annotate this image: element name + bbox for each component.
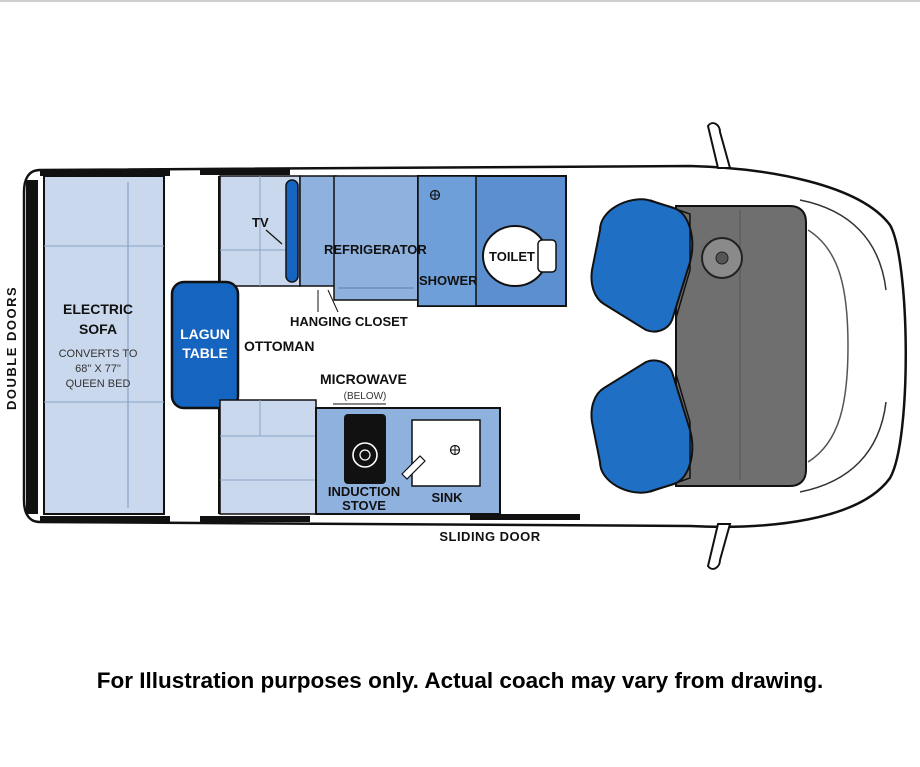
wall-bottom-right [470,514,580,520]
disclaimer-caption: For Illustration purposes only. Actual c… [96,668,824,693]
microwave-note: (BELOW) [344,391,387,402]
refrigerator [333,175,419,301]
passenger-seat [590,359,694,494]
hanging-closet-label: HANGING CLOSET [290,314,408,329]
driver-seat [590,198,694,333]
mirror-top [706,122,732,169]
rear-wall [26,180,38,514]
microwave-label: MICROWAVE [320,371,407,387]
electric-sofa-label-2: SOFA [79,321,117,337]
sofa-note-3: QUEEN BED [66,378,131,390]
sofa-note-1: CONVERTS TO [59,348,138,360]
induction-label-1: INDUCTION [328,484,400,499]
faucet-icon [401,455,426,480]
sink-drain-icon [449,444,461,456]
lower-bench [219,399,317,515]
induction-stove [344,414,386,484]
mirror-bottom [706,523,732,570]
shower [417,175,477,307]
sofa-note-2: 68" X 77" [75,363,121,375]
double-doors-label: DOUBLE DOORS [4,286,19,410]
toilet-label: TOILET [489,249,535,264]
electric-sofa-label-1: ELECTRIC [63,301,133,317]
wall-top-mid [200,169,290,175]
induction-label-2: STOVE [342,498,386,513]
hanging-closet [299,175,337,287]
sliding-door-label: SLIDING DOOR [439,529,540,544]
lagun-label-2: TABLE [182,345,228,361]
wall-bottom-mid [200,516,310,522]
wall-bottom-left [40,516,170,522]
refrigerator-label: REFRIGERATOR [324,242,427,257]
lagun-table [170,280,240,410]
lagun-label-1: LAGUN [180,326,230,342]
shower-label: SHOWER [419,273,478,288]
tv-screen [285,179,299,283]
hood-line-bottom [799,401,887,493]
top-divider [0,0,920,2]
sink-label: SINK [431,490,463,505]
shower-drain-icon [429,189,441,201]
sink-basin [411,419,481,487]
hood-line-top [799,199,887,291]
ottoman-label: OTTOMAN [244,338,315,354]
floor-plan: DOUBLE DOORS ELECTRIC SOFA CONVERTS TO 6… [4,122,907,570]
windshield [807,229,849,463]
electric-sofa [43,175,165,515]
wall-top-left [40,170,170,176]
tv-label: TV [252,215,269,230]
cab-floor [675,205,807,487]
